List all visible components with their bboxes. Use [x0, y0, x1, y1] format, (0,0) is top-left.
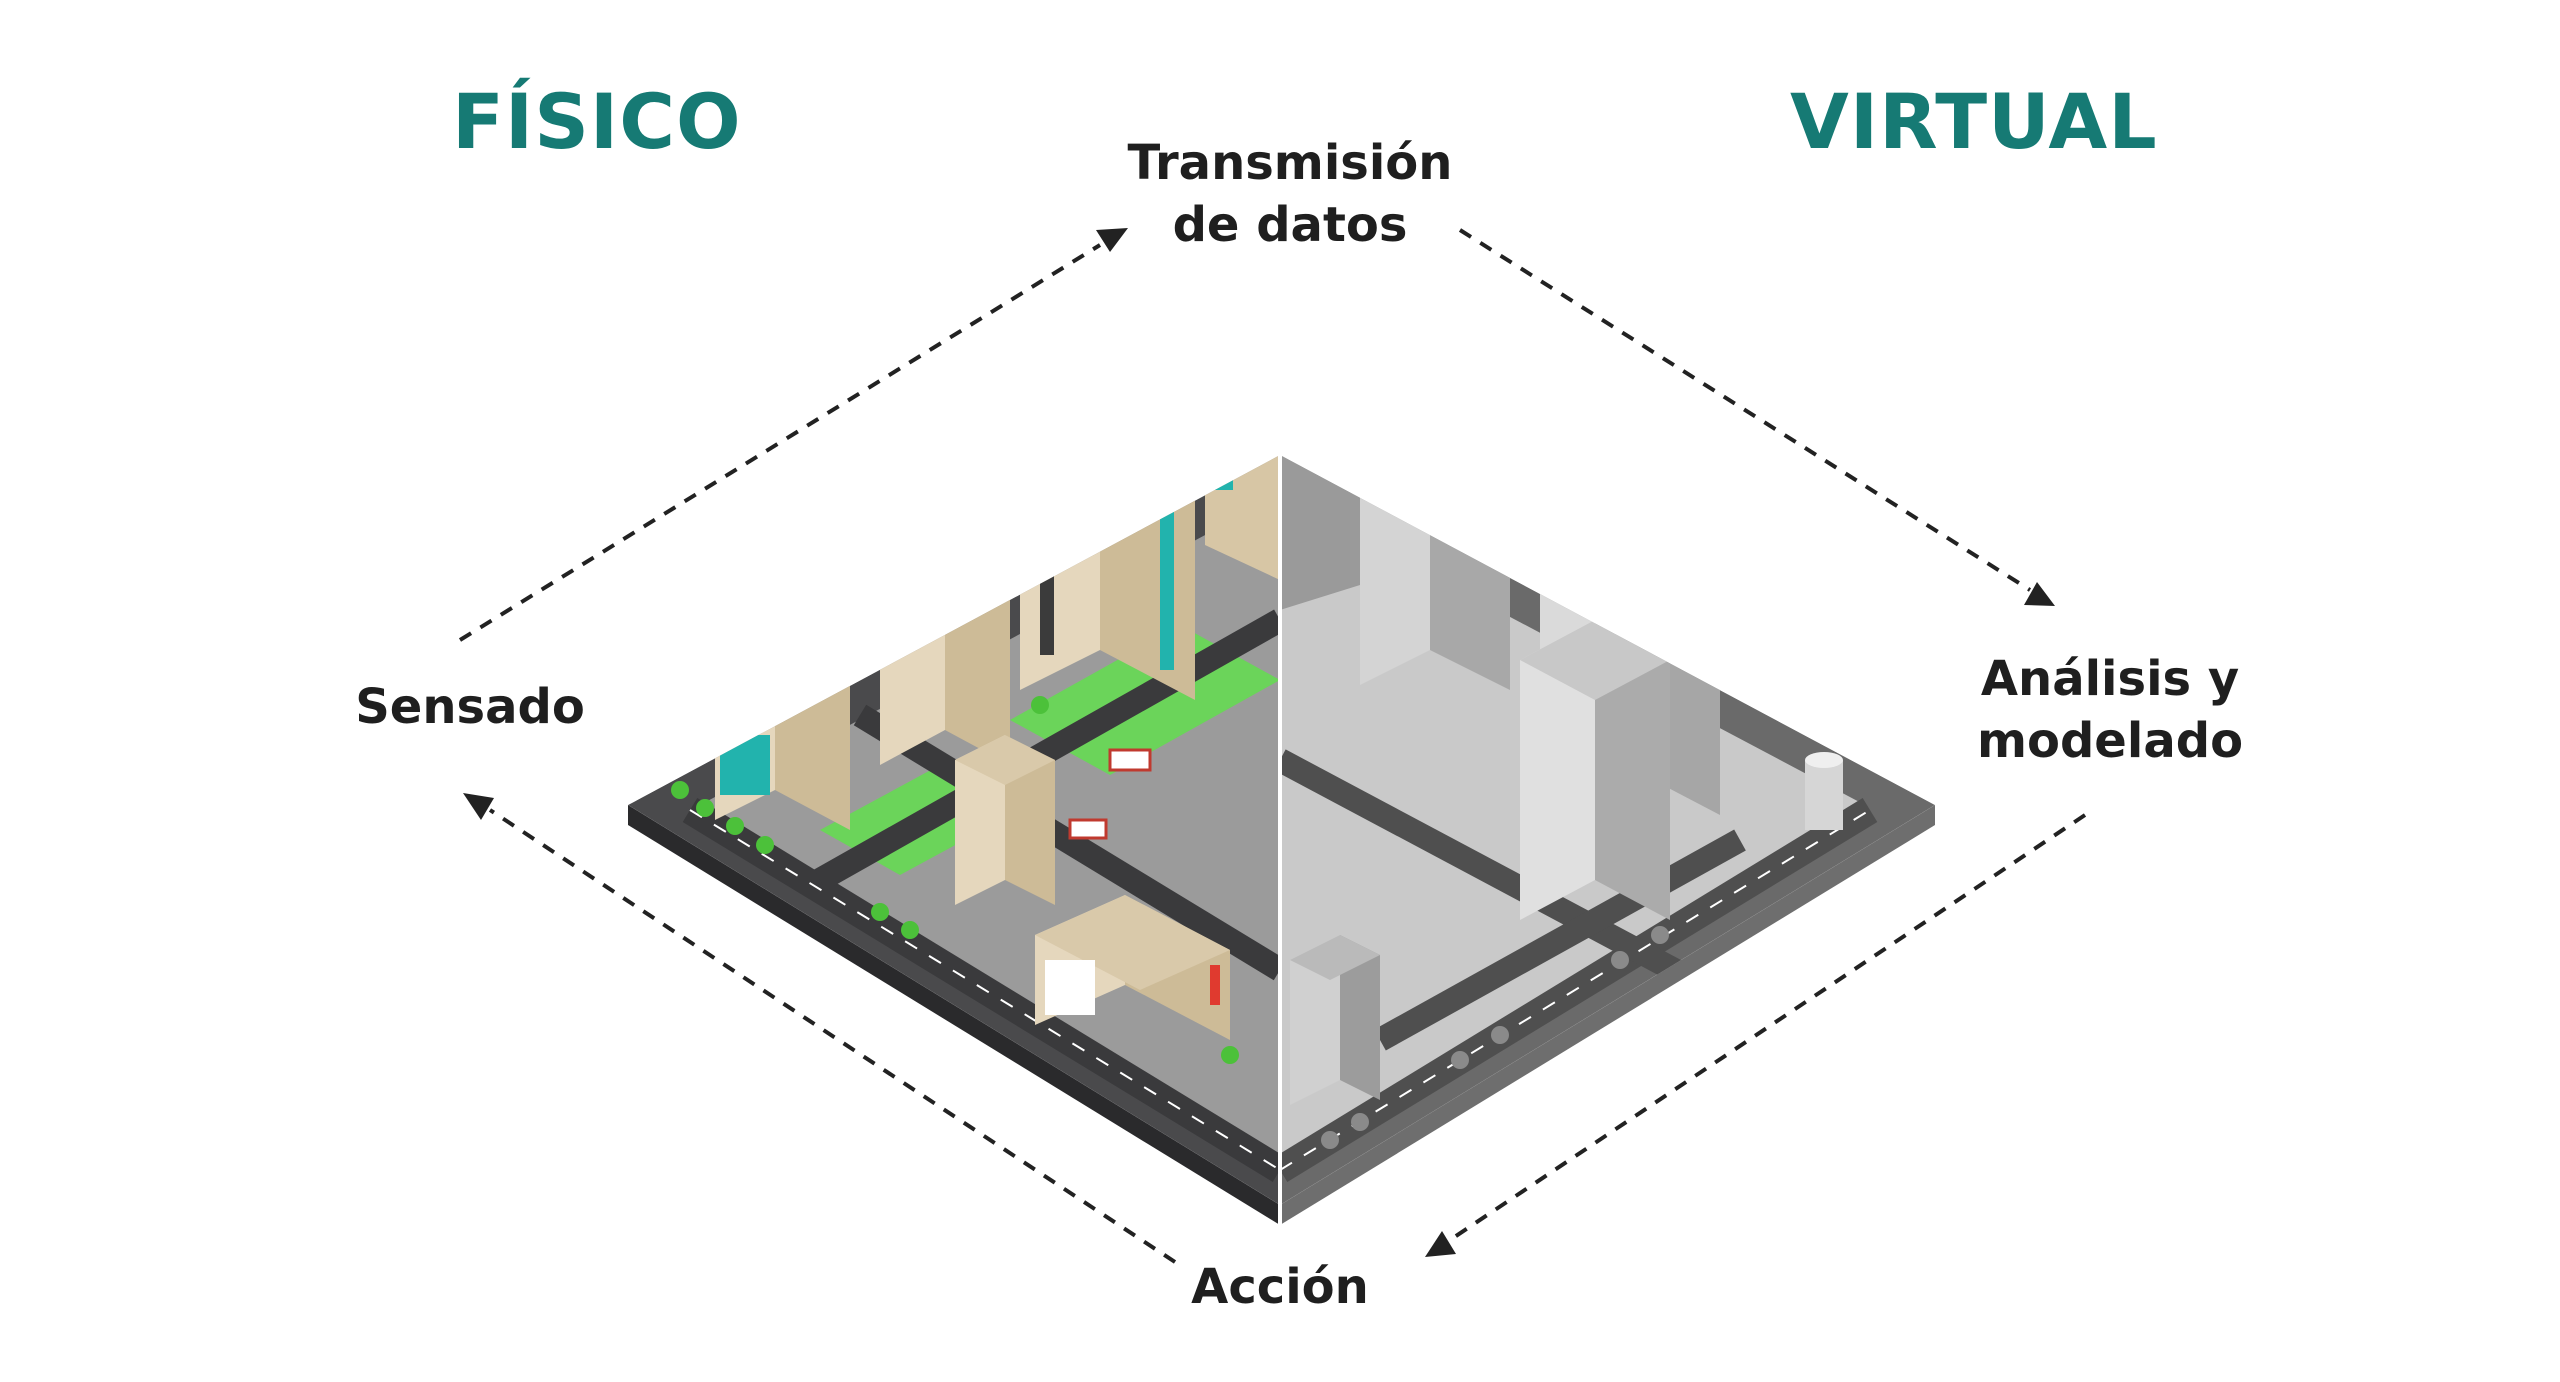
- virtual-storage-tanks: [1805, 752, 1843, 830]
- street: [814, 609, 1280, 891]
- road-marking: [689, 809, 1280, 1171]
- truck: [1068, 818, 1108, 840]
- virtual-heading: VIRTUAL: [1790, 77, 2158, 166]
- virtual-tower-back: [1280, 455, 1360, 610]
- factory-front: [1035, 895, 1230, 1040]
- step-transmission-line2: de datos: [1172, 197, 1408, 253]
- arrow-analysis-to-action: [1448, 813, 2087, 1242]
- tower-tall-left: [880, 455, 1010, 765]
- physical-heading: FÍSICO: [452, 77, 742, 166]
- slab-side-right: [1280, 805, 1935, 1225]
- arrowhead-sensing: [463, 793, 494, 820]
- street: [853, 704, 1280, 981]
- step-action-label: Acción: [1160, 1256, 1400, 1318]
- virtual-city: [1280, 455, 1935, 1205]
- arrow-sensing-to-transmission: [458, 243, 1102, 642]
- step-transmission-line1: Transmisión: [1127, 135, 1453, 191]
- step-sensing-label: Sensado: [340, 676, 600, 738]
- midrise-center: [955, 735, 1055, 905]
- slab-side-left: [628, 805, 1280, 1225]
- step-sensing-text: Sensado: [355, 679, 585, 735]
- arrow-action-to-sensing: [488, 808, 1177, 1264]
- step-analysis-line2: modelado: [1976, 713, 2244, 769]
- virtual-building-front: [1290, 935, 1380, 1105]
- arrow-transmission-to-analysis: [1458, 228, 2032, 592]
- step-analysis-line1: Análisis y: [1980, 651, 2240, 707]
- step-analysis-label: Análisis y modelado: [1950, 648, 2270, 772]
- virtual-tower-left: [1360, 455, 1510, 690]
- virtual-trees: [1321, 926, 1669, 1149]
- street-virtual: [1280, 749, 1746, 1016]
- arrowhead-analysis: [2024, 582, 2055, 606]
- tower-glass-left: [715, 550, 850, 830]
- street-virtual: [1374, 829, 1746, 1051]
- step-transmission-label: Transmisión de datos: [1110, 132, 1470, 256]
- tower-wide: [1020, 455, 1195, 700]
- tower-back: [1205, 455, 1280, 580]
- physical-city: [628, 455, 1280, 1205]
- arrowhead-transmission: [1096, 228, 1128, 252]
- arrowhead-action: [1425, 1231, 1456, 1257]
- road-marking-virtual: [1280, 809, 1871, 1171]
- step-action-text: Acción: [1191, 1259, 1369, 1315]
- virtual-tower-front: [1520, 620, 1670, 920]
- truck: [1108, 748, 1152, 772]
- trees: [671, 696, 1239, 1064]
